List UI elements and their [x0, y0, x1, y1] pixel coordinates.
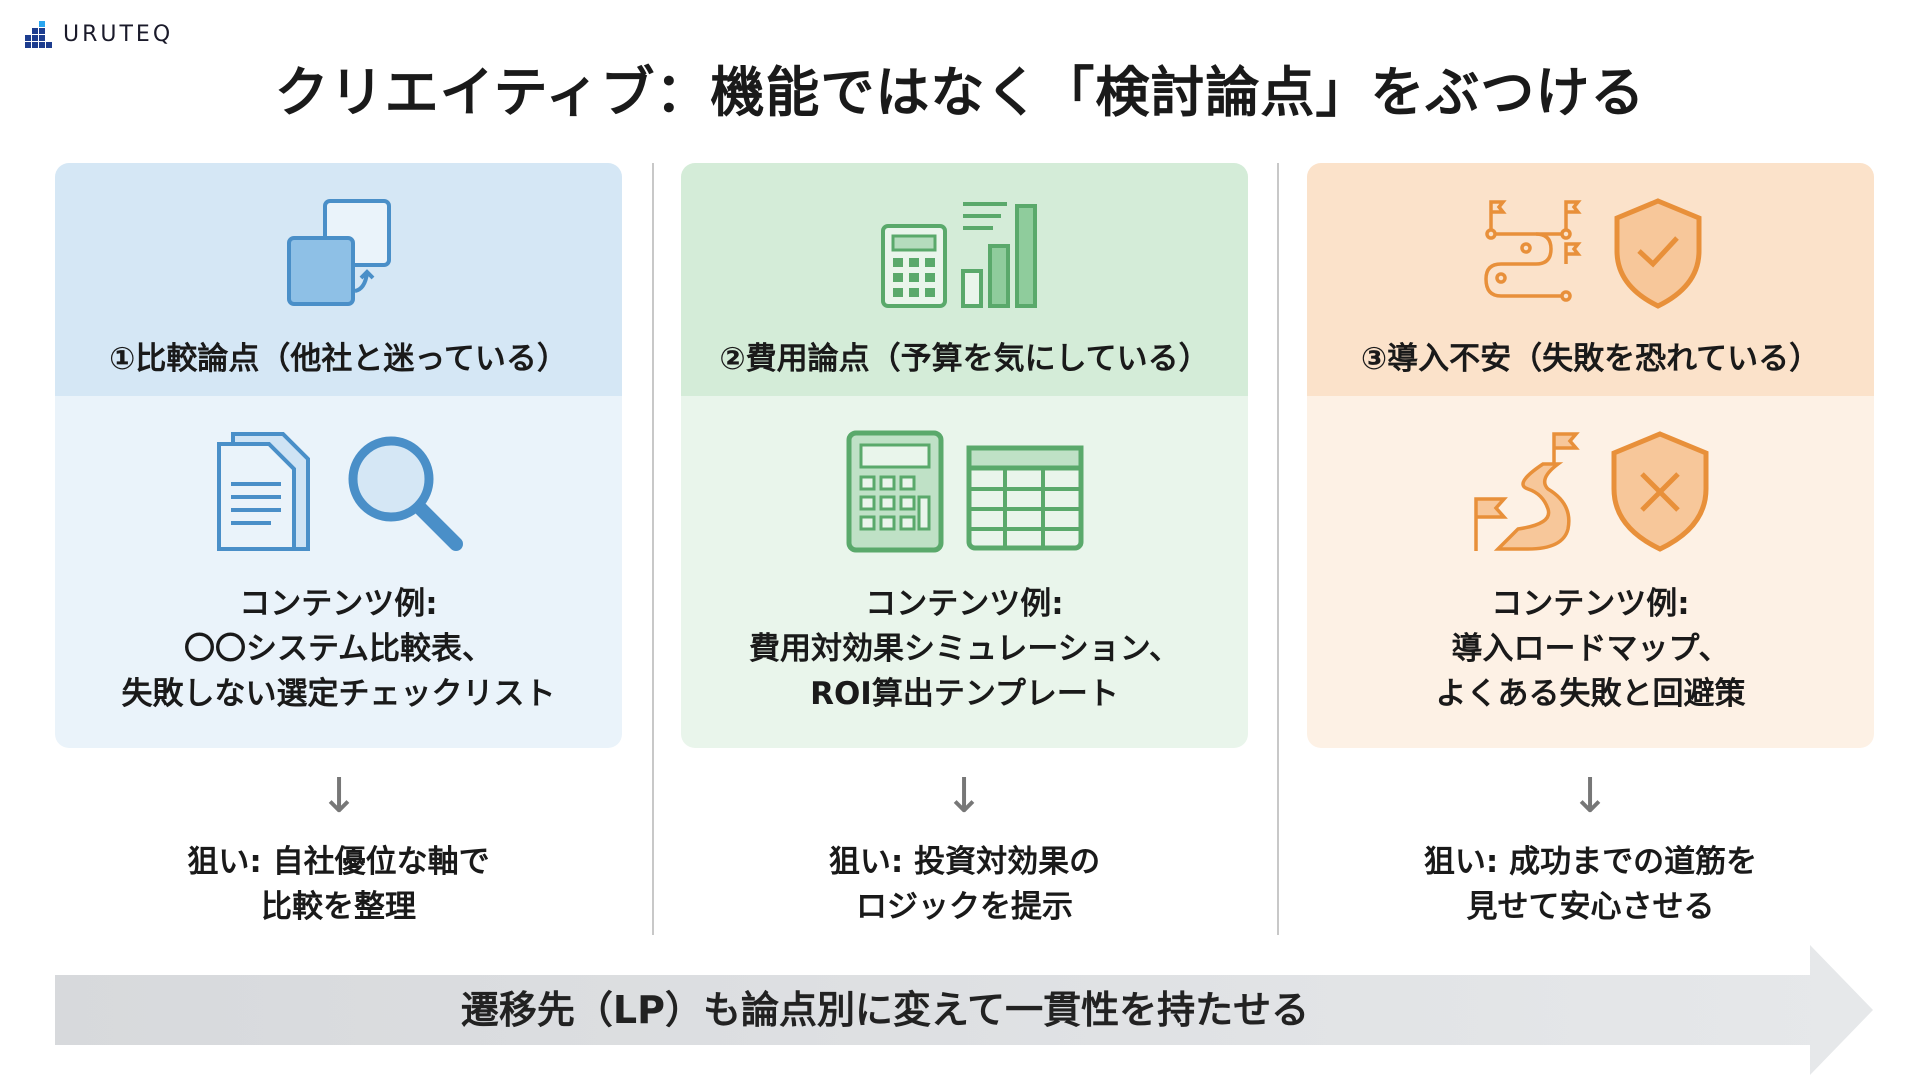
arrow-down-icon: ↓	[319, 768, 360, 824]
content-line: よくある失敗と回避策	[1435, 676, 1746, 712]
aim-text: 狙い: 自社優位な軸で 比較を整理	[55, 840, 622, 930]
card-body: コンテンツ例: 導入ロードマップ、 よくある失敗と回避策	[1307, 396, 1874, 748]
card-body: コンテンツ例: 〇〇システム比較表、 失敗しない選定チェックリスト	[55, 396, 622, 748]
content-label: コンテンツ例:	[239, 586, 438, 622]
document-icon	[217, 432, 310, 551]
content-line: 費用対効果シミュレーション、	[749, 631, 1180, 667]
calculator-icon	[846, 430, 943, 553]
spreadsheet-icon	[966, 445, 1083, 551]
content-line: 〇〇システム比較表、	[183, 631, 494, 667]
column-divider	[652, 163, 654, 935]
shield-check-icon	[1614, 198, 1701, 309]
card-body: コンテンツ例: 費用対効果シミュレーション、 ROI算出テンプレート	[681, 396, 1248, 748]
logo-icon	[25, 21, 52, 48]
card-adoption-anxiety: ③導入不安（失敗を恐れている） コンテンツ例: 導入ロードマップ、 よくある失敗…	[1307, 163, 1874, 748]
card-header: ②費用論点（予算を気にしている）	[681, 163, 1248, 396]
banner-text: 遷移先（LP）も論点別に変えて一貫性を持たせる	[460, 988, 1310, 1032]
arrow-down-icon: ↓	[1570, 768, 1611, 824]
card-heading: ③導入不安（失敗を恐れている）	[1360, 341, 1821, 377]
aim-text: 狙い: 投資対効果の ロジックを提示	[681, 840, 1248, 930]
aim-line: 狙い: 成功までの道筋を	[1423, 844, 1758, 880]
card-cost: ②費用論点（予算を気にしている） コンテンツ例: 費用対効果シミュレーション、 …	[681, 163, 1248, 748]
road-flag-icon	[1474, 432, 1580, 551]
card-heading: ②費用論点（予算を気にしている）	[719, 341, 1210, 377]
content-line: 失敗しない選定チェックリスト	[121, 676, 556, 712]
column-divider	[1277, 163, 1279, 935]
card-header: ①比較論点（他社と迷っている）	[55, 163, 622, 396]
brand-name: URUTEQ	[63, 21, 174, 47]
brand-logo: URUTEQ	[25, 20, 173, 48]
shield-x-icon	[1611, 431, 1709, 552]
aim-text: 狙い: 成功までの道筋を 見せて安心させる	[1307, 840, 1874, 930]
card-comparison: ①比較論点（他社と迷っている） コンテンツ例: 〇〇システム比較表、 失敗しない…	[55, 163, 622, 748]
aim-line: 見せて安心させる	[1466, 889, 1715, 925]
card-heading: ①比較論点（他社と迷っている）	[109, 341, 568, 377]
aim-line: 狙い: 投資対効果の	[828, 844, 1101, 880]
content-label: コンテンツ例:	[865, 586, 1064, 622]
banner-arrow-shape	[55, 945, 1873, 1075]
card-header: ③導入不安（失敗を恐れている）	[1307, 163, 1874, 396]
page-title: クリエイティブ：機能ではなく「検討論点」をぶつける	[274, 61, 1646, 124]
aim-line: ロジックを提示	[856, 889, 1073, 925]
roadmap-icon	[1483, 200, 1582, 302]
arrow-down-icon: ↓	[944, 768, 985, 824]
compare-squares-icon	[286, 199, 391, 306]
calculator-chart-icon	[880, 202, 1037, 308]
bottom-banner-arrow: 遷移先（LP）も論点別に変えて一貫性を持たせる	[55, 945, 1875, 1075]
aim-line: 狙い: 自社優位な軸で	[187, 844, 490, 880]
magnifier-icon	[348, 436, 463, 551]
content-line: 導入ロードマップ、	[1451, 631, 1730, 667]
aim-line: 比較を整理	[261, 889, 416, 925]
content-line: ROI算出テンプレート	[810, 676, 1119, 712]
content-label: コンテンツ例:	[1491, 586, 1690, 622]
